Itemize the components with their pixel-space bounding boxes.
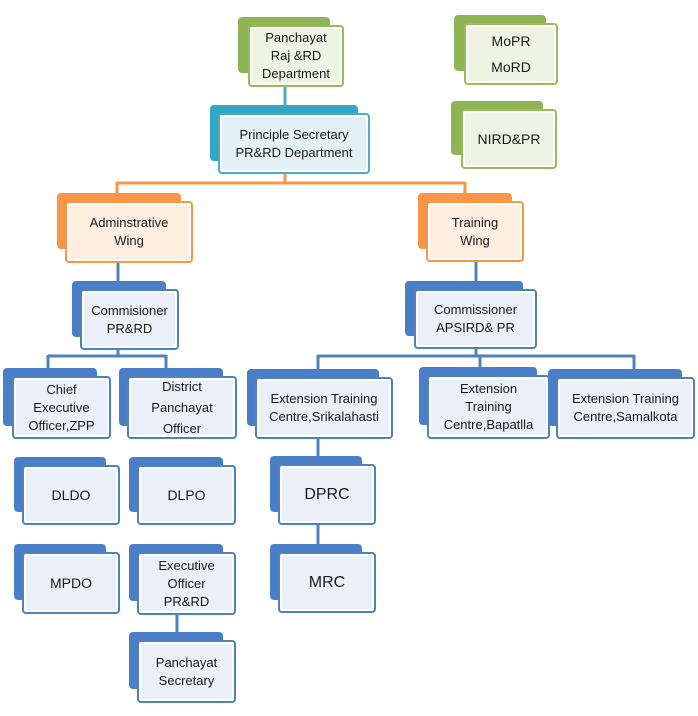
node-label: Panchayat Secretary bbox=[155, 654, 218, 688]
node-label: Commisioner PR&RD bbox=[91, 302, 168, 336]
node-label-mopr: MoPR bbox=[491, 33, 531, 49]
node-label: Extension Training Centre,Bapatlla bbox=[443, 381, 534, 432]
node-training-wing: Training Wing bbox=[418, 193, 524, 262]
node-commissioner-apsird: Commissioner APSIRD& PR bbox=[405, 281, 537, 349]
node-etc-bapatla: Extension Training Centre,Bapatlla bbox=[419, 367, 550, 439]
node-label: Extension Training Centre,Samalkota bbox=[572, 391, 679, 424]
node-mpdo: MPDO bbox=[14, 544, 120, 614]
node-label: MPDO bbox=[50, 575, 92, 591]
node-label: MRC bbox=[308, 573, 346, 591]
node-executive-officer: Executive Officer PR&RD bbox=[129, 544, 236, 615]
node-dlpo: DLPO bbox=[129, 457, 236, 525]
node-label: Chief Executive Officer,ZPP bbox=[28, 381, 95, 433]
node-label: NIRD&PR bbox=[477, 131, 541, 147]
node-mrc: MRC bbox=[270, 544, 376, 613]
node-label: Extension Training Centre,Srikalahasti bbox=[269, 391, 379, 424]
node-label: DLPO bbox=[167, 487, 206, 503]
node-commissioner-prrd: Commisioner PR&RD bbox=[72, 281, 179, 350]
node-label: Panchayat Raj &RD Department bbox=[262, 30, 330, 81]
node-label: Training Wing bbox=[451, 214, 499, 248]
node-label: District Panchayat Officer bbox=[151, 379, 213, 436]
node-panchayat-secretary: Panchayat Secretary bbox=[129, 632, 236, 703]
node-panchayat-raj-rd-department: Panchayat Raj &RD Department bbox=[238, 17, 344, 87]
node-mopr-mord: MoPR MoRD bbox=[454, 15, 558, 85]
node-principle-secretary: Principle Secretary PR&RD Department bbox=[210, 105, 370, 174]
node-administrative-wing: Adminstrative Wing bbox=[57, 193, 193, 263]
node-ceo-zpp: Chief Executive Officer,ZPP bbox=[3, 368, 111, 439]
node-label: DPRC bbox=[304, 485, 350, 503]
node-label: Commissioner APSIRD& PR bbox=[433, 302, 518, 335]
node-label: Principle Secretary PR&RD Department bbox=[235, 126, 353, 160]
node-dprc: DPRC bbox=[270, 456, 376, 525]
node-dldo: DLDO bbox=[14, 457, 120, 525]
node-label-mord: MoRD bbox=[491, 59, 531, 75]
node-etc-samalkota: Extension Training Centre,Samalkota bbox=[548, 369, 695, 439]
node-label: Adminstrative Wing bbox=[89, 215, 169, 248]
node-etc-srikalahasti: Extension Training Centre,Srikalahasti bbox=[247, 369, 393, 439]
node-nird-pr: NIRD&PR bbox=[451, 101, 557, 169]
node-label: Executive Officer PR&RD bbox=[158, 557, 215, 609]
node-district-panchayat-officer: District Panchayat Officer bbox=[119, 368, 237, 439]
node-label: DLDO bbox=[51, 487, 91, 503]
